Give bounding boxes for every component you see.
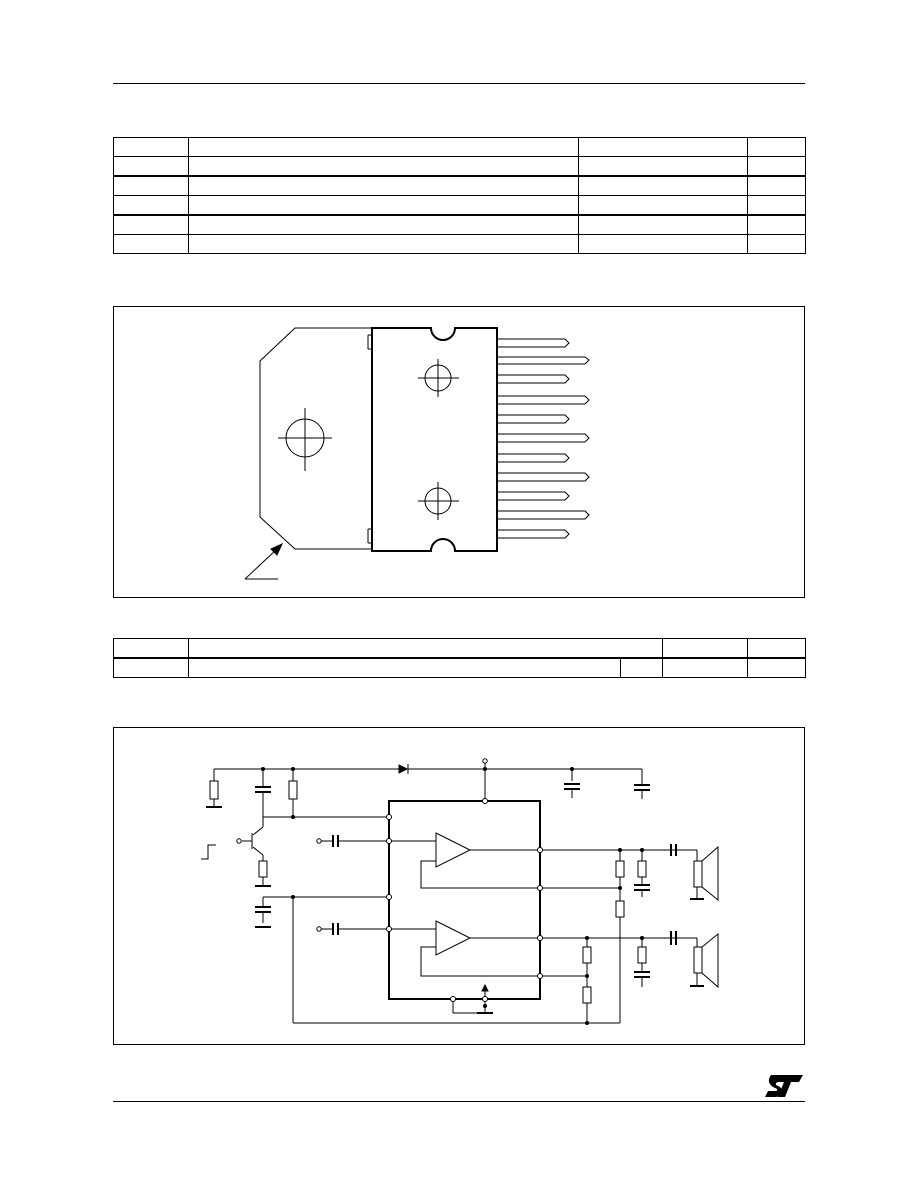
- table-row: [113, 638, 806, 659]
- table-cell: [188, 195, 579, 216]
- table-row: [113, 156, 806, 177]
- footer-rule: [113, 1101, 805, 1102]
- table-cell: [188, 234, 579, 254]
- header-rule: [113, 83, 805, 84]
- table-row: [113, 195, 806, 216]
- table-cell: [662, 638, 748, 659]
- package-outline-drawing-icon: [244, 327, 590, 580]
- table-row: [113, 234, 806, 254]
- table-row: [113, 214, 806, 235]
- table-cell: [113, 137, 189, 157]
- table-cell: [578, 234, 748, 254]
- table-cell: [747, 156, 806, 177]
- table-cell: [188, 657, 621, 678]
- table-cell: [747, 195, 806, 216]
- middle-table: [113, 638, 806, 678]
- table-cell: [188, 214, 579, 235]
- package-figure: [113, 306, 805, 598]
- table-cell: [747, 657, 806, 678]
- table-cell: [188, 175, 579, 196]
- table-cell: [188, 638, 663, 659]
- table-cell: [747, 137, 806, 157]
- table-cell: [578, 214, 748, 235]
- table-cell: [113, 214, 189, 235]
- table-cell: [188, 156, 579, 177]
- table-cell: [747, 638, 806, 659]
- table-row: [113, 657, 806, 678]
- table-cell: [662, 657, 748, 678]
- table-row: [113, 175, 806, 196]
- table-cell: [578, 156, 748, 177]
- top-table: [113, 137, 806, 254]
- table-cell: [113, 657, 189, 678]
- st-logo-icon: [763, 1073, 805, 1099]
- table-cell: [578, 175, 748, 196]
- table-cell: [113, 234, 189, 254]
- amplifier-circuit-schematic-icon: [201, 758, 719, 1025]
- table-cell: [747, 214, 806, 235]
- table-cell: [578, 137, 748, 157]
- table-cell: [747, 234, 806, 254]
- table-cell: [620, 657, 663, 678]
- table-cell: [113, 175, 189, 196]
- circuit-figure: [113, 727, 805, 1045]
- table-cell: [113, 638, 189, 659]
- table-row: [113, 137, 806, 157]
- table-cell: [747, 175, 806, 196]
- table-cell: [188, 137, 579, 157]
- table-cell: [113, 156, 189, 177]
- table-cell: [578, 195, 748, 216]
- table-cell: [113, 195, 189, 216]
